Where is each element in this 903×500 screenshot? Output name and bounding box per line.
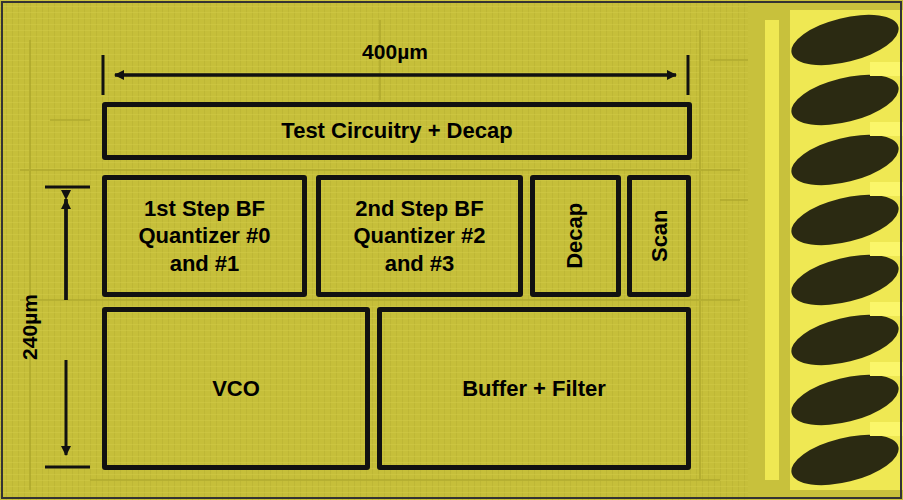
- dimension-label: 400µm: [362, 40, 428, 64]
- block-label: Test Circuitry + Decap: [281, 117, 512, 145]
- circuit-block: 1st Step BF Quantizer #0 and #1: [102, 175, 307, 297]
- block-label: Scan: [645, 210, 673, 263]
- block-label: 2nd Step BF Quantizer #2 and #3: [336, 195, 503, 278]
- circuit-block: VCO: [102, 307, 370, 470]
- dimension-label: 240µm: [18, 294, 42, 360]
- block-label: Decap: [562, 203, 590, 269]
- block-label: Buffer + Filter: [462, 375, 606, 403]
- circuit-block: Scan: [627, 175, 691, 297]
- circuit-block: Buffer + Filter: [377, 307, 691, 470]
- block-label: VCO: [212, 375, 260, 403]
- circuit-block: Test Circuitry + Decap: [102, 102, 692, 160]
- circuit-block: 2nd Step BF Quantizer #2 and #3: [316, 175, 523, 297]
- block-label: 1st Step BF Quantizer #0 and #1: [122, 195, 287, 278]
- circuit-block: Decap: [530, 175, 621, 297]
